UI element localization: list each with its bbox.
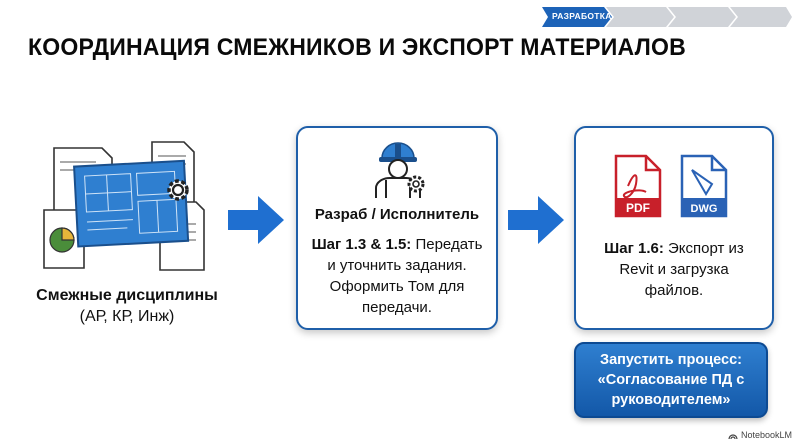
dwg-file-icon: DWG [680, 154, 728, 218]
step-description: Шаг 1.6: Экспорт из Revit и загрузка фай… [586, 238, 762, 301]
developer-step-card: Разраб / Исполнитель Шаг 1.3 & 1.5: Пере… [296, 126, 498, 330]
worker-helmet-icon [375, 142, 425, 198]
progress-label: РАЗРАБОТКА [552, 11, 612, 21]
step-text: Revit и загрузка [619, 261, 729, 278]
step-text: Передать [411, 236, 483, 253]
step-text: и уточнить задания. [327, 257, 467, 274]
progress-step [668, 7, 736, 27]
step-text: файлов. [644, 282, 704, 299]
watermark: NotebookLM [728, 430, 792, 440]
step-description: Шаг 1.3 & 1.5: Передать и уточнить задан… [308, 234, 486, 318]
pdf-label: PDF [626, 201, 650, 215]
documents-blueprint-icon [40, 140, 210, 275]
step-text: Оформить Том для [329, 278, 465, 295]
step-text: передачи. [362, 299, 432, 316]
step-label: Шаг 1.3 & 1.5: [311, 236, 412, 253]
dwg-label: DWG [691, 203, 718, 215]
progress-step [730, 7, 792, 27]
start-approval-process-button[interactable]: Запустить процесс: «Согласование ПД с ру… [574, 342, 768, 418]
action-line: Запустить процесс: [600, 352, 742, 368]
action-line: руководителем» [611, 392, 731, 408]
arrow-right-icon [508, 196, 564, 244]
role-label: Разраб / Исполнитель [314, 206, 480, 223]
step-label: Шаг 1.6: [604, 240, 664, 257]
step-text: Экспорт из [663, 240, 744, 257]
export-step-card: PDF DWG Шаг 1.6: Экспорт из Revit и загр… [574, 126, 774, 330]
watermark-text: NotebookLM [740, 430, 792, 440]
progress-step-active [542, 7, 612, 27]
action-line: «Согласование ПД с [597, 372, 745, 388]
left-caption-subtitle: (АР, КР, Инж) [79, 308, 175, 325]
left-caption-title: Смежные дисциплины [36, 287, 218, 304]
pdf-file-icon: PDF [614, 154, 662, 218]
page-title: КООРДИНАЦИЯ СМЕЖНИКОВ И ЭКСПОРТ МАТЕРИАЛ… [28, 34, 686, 61]
left-caption: Смежные дисциплины (АР, КР, Инж) [32, 285, 222, 327]
progress-indicator: РАЗРАБОТКА [542, 7, 792, 27]
arrow-right-icon [228, 196, 284, 244]
progress-step [606, 7, 674, 27]
notebooklm-logo-icon [728, 433, 738, 439]
